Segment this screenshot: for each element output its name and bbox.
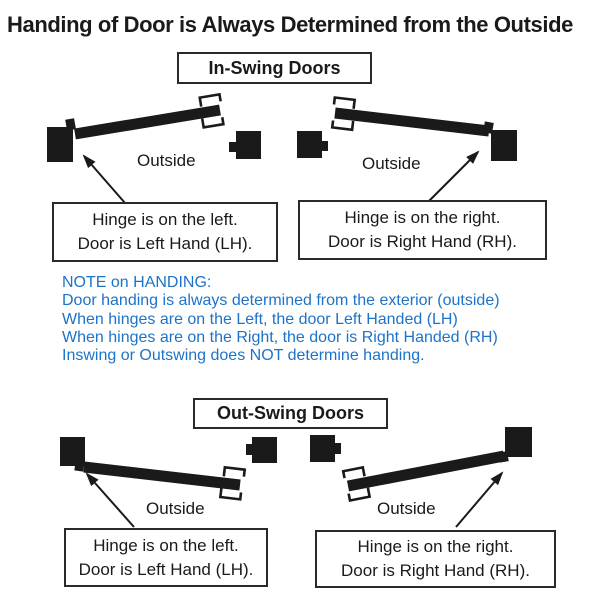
caption-line: Door is Right Hand (RH). <box>341 561 530 580</box>
inswing-left-door-diagram <box>47 93 261 204</box>
page-title: Handing of Door is Always Determined fro… <box>7 12 573 37</box>
hinge-jamb <box>491 130 517 161</box>
note-line: Door handing is always determined from t… <box>62 292 500 310</box>
hinge-pointer-arrow <box>428 150 480 202</box>
hinge-jamb <box>47 127 73 162</box>
door-slab <box>74 104 221 140</box>
out-swing-header-label: Out-Swing Doors <box>217 403 364 423</box>
strike-jamb <box>310 435 335 462</box>
in-swing-header-box: In-Swing Doors <box>177 52 372 84</box>
strike-plate <box>229 142 237 152</box>
caption-line: Door is Left Hand (LH). <box>78 559 254 579</box>
door-slab <box>334 107 490 137</box>
handing-note: NOTE on HANDING: Door handing is always … <box>62 274 582 365</box>
outside-label-outswing-right: Outside <box>377 499 436 518</box>
hinge-jamb <box>60 437 85 466</box>
strike-jamb <box>297 131 322 158</box>
note-line: Inswing or Outswing does NOT determine h… <box>62 347 425 365</box>
caption-line: Hinge is on the left. <box>93 535 239 555</box>
strike-jamb <box>236 131 261 159</box>
caption-line: Hinge is on the right. <box>344 208 501 227</box>
note-line: When hinges are on the Left, the door Le… <box>62 310 458 328</box>
caption-box-inswing-right: Hinge is on the right. Door is Right Han… <box>298 200 547 260</box>
strike-plate <box>320 141 328 151</box>
caption-box-outswing-left: Hinge is on the left. Door is Left Hand … <box>64 528 268 587</box>
in-swing-header-label: In-Swing Doors <box>208 57 341 78</box>
outside-label-inswing-left: Outside <box>137 151 196 170</box>
hinge-pointer-arrow <box>455 471 504 528</box>
strike-jamb <box>252 437 277 463</box>
outside-label-outswing-left: Outside <box>146 499 205 518</box>
hinge-knuckle <box>65 118 76 131</box>
door-slab <box>83 461 241 491</box>
caption-line: Door is Right Hand (RH). <box>328 232 517 251</box>
caption-box-inswing-left: Hinge is on the left. Door is Left Hand … <box>52 202 278 262</box>
caption-line: Hinge is on the right. <box>357 537 514 556</box>
outside-label-inswing-right: Outside <box>362 154 421 173</box>
hinge-pointer-arrow <box>85 472 135 528</box>
door-slab <box>346 450 506 492</box>
note-heading: NOTE on HANDING: <box>62 274 212 291</box>
caption-line: Hinge is on the left. <box>92 210 238 229</box>
caption-line: Door is Left Hand (LH). <box>77 234 253 253</box>
note-line: When hinges are on the Right, the door i… <box>62 328 498 346</box>
inswing-right-door-diagram <box>297 96 517 202</box>
hinge-pointer-arrow <box>82 154 126 204</box>
hinge-jamb <box>505 427 532 457</box>
strike-plate <box>333 443 341 454</box>
strike-plate <box>246 444 254 455</box>
outswing-left-door-diagram <box>60 437 277 528</box>
outswing-right-door-diagram <box>310 427 532 528</box>
hinge-knuckle <box>74 460 85 472</box>
caption-box-outswing-right: Hinge is on the right. Door is Right Han… <box>315 530 556 588</box>
out-swing-header-box: Out-Swing Doors <box>193 398 388 429</box>
